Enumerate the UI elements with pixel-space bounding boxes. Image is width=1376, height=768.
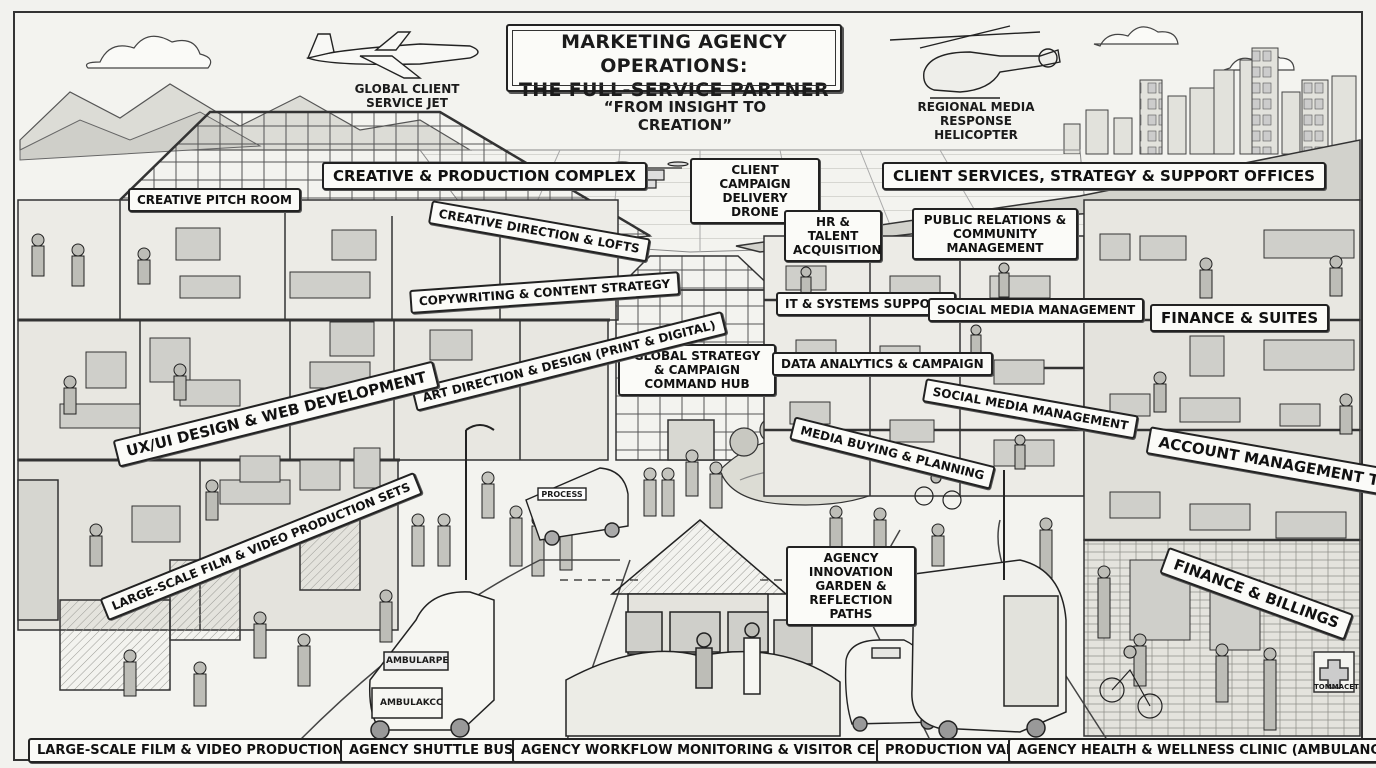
- clinic-sign-text: TOMMACET: [1314, 683, 1359, 691]
- pr-label: PUBLIC RELATIONS & COMMUNITY MANAGEMENT: [912, 208, 1078, 260]
- production-van: [911, 559, 1067, 740]
- ambulance-hood-text: AMBULARPE: [386, 656, 449, 666]
- it-label: IT & SYSTEMS SUPPORT: [776, 292, 956, 316]
- bottom-label-shuttle: AGENCY SHUTTLE BUS: [340, 738, 523, 763]
- hr-label: HR & TALENT ACQUISITION: [784, 210, 882, 262]
- title-line-2: THE FULL-SERVICE PARTNER: [519, 79, 829, 101]
- bottom-label-production-van: PRODUCTION VAN: [876, 738, 1026, 763]
- people-right: [800, 255, 1353, 731]
- pitch-room-label: CREATIVE PITCH ROOM: [128, 188, 301, 212]
- creative-complex-label: CREATIVE & PRODUCTION COMPLEX: [322, 162, 647, 190]
- finance-suites-label: FINANCE & SUITES: [1150, 304, 1330, 332]
- title-banner: MARKETING AGENCY OPERATIONS: THE FULL-SE…: [506, 24, 842, 101]
- helicopter: [889, 25, 1061, 99]
- helicopter-caption: REGIONAL MEDIA RESPONSE HELICOPTER: [917, 100, 1035, 142]
- ambulance-side-text: AMBULAKCC: [380, 698, 443, 708]
- process-van: [525, 467, 629, 546]
- client-services-label: CLIENT SERVICES, STRATEGY & SUPPORT OFFI…: [882, 162, 1326, 190]
- bottom-label-visitor-center: AGENCY WORKFLOW MONITORING & VISITOR CEN…: [512, 738, 924, 763]
- van-text: PROCESS: [541, 490, 583, 499]
- jet-caption: GLOBAL CLIENT SERVICE JET: [354, 82, 460, 110]
- bottom-label-film-sets: LARGE-SCALE FILM & VIDEO PRODUCTION SETS: [28, 738, 394, 763]
- title-inner-border: [512, 30, 836, 86]
- bottom-label-clinic: AGENCY HEALTH & WELLNESS CLINIC (AMBULAN…: [1008, 738, 1376, 763]
- people-left: [31, 233, 393, 707]
- innovation-garden-label: AGENCY INNOVATION GARDEN & REFLECTION PA…: [786, 546, 916, 626]
- city-skyline: [1063, 47, 1357, 155]
- visitor-center: [565, 519, 841, 737]
- ambulance: [368, 591, 495, 740]
- data-analytics-label: DATA ANALYTICS & CAMPAIGN: [772, 352, 993, 376]
- social-media-label-1: SOCIAL MEDIA MANAGEMENT: [928, 298, 1145, 322]
- title-line-1: MARKETING AGENCY OPERATIONS:: [561, 31, 787, 77]
- street-lamps: [465, 424, 1005, 580]
- tagline: “FROM INSIGHT TO CREATION”: [603, 98, 767, 134]
- jet: [305, 31, 479, 79]
